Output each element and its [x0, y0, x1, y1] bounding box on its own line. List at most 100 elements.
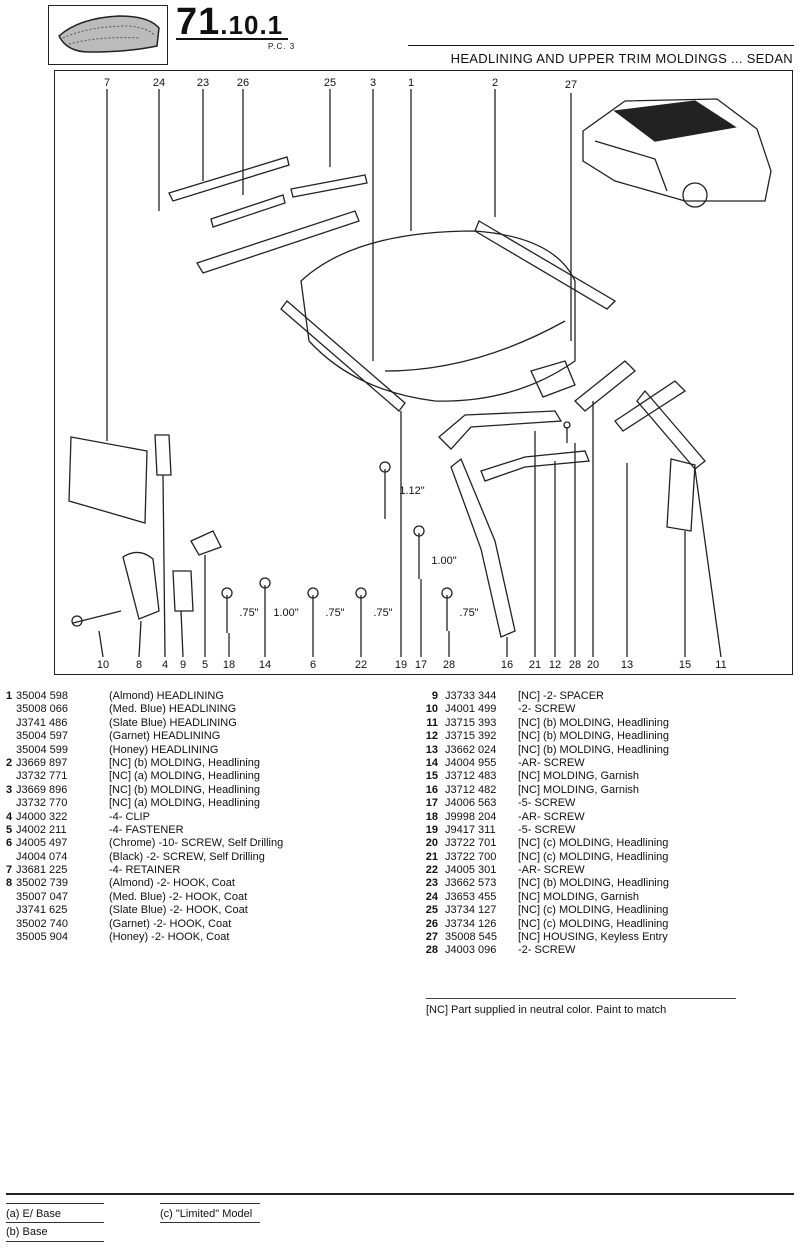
ref-number: 1 [6, 690, 13, 702]
part-description: -4- RETAINER [109, 864, 181, 877]
parts-list-row: J3732 771[NC] (a) MOLDING, Headlining [6, 770, 406, 783]
headliner-thumbnail-illustration [58, 15, 160, 53]
parts-illustration [68, 89, 772, 658]
part-description: -2- SCREW [518, 703, 576, 716]
part-number: J4002 211 [16, 823, 67, 836]
part-number: 35004 597 [16, 730, 68, 743]
part-description: -4- FASTENER [109, 823, 184, 836]
pc-label: P.C. 3 [268, 42, 296, 51]
part-number: J4006 563 [445, 797, 497, 810]
parts-list-row: 35004 597(Garnet) HEADLINING [6, 730, 406, 743]
part-description: [NC] -2- SPACER [518, 690, 604, 702]
section-number: 71.10.1 [176, 1, 284, 43]
part-description: (Med. Blue) HEADLINING [109, 703, 237, 716]
parts-list-row: J4004 074(Black) -2- SCREW, Self Drillin… [6, 851, 406, 864]
part-number: J3722 701 [445, 837, 497, 850]
part-number: J3662 024 [445, 743, 497, 756]
title-rule [408, 45, 794, 46]
part-description: -AR- SCREW [518, 756, 585, 769]
callout-15: 15 [678, 659, 692, 671]
ref-number: 9 [431, 690, 438, 702]
part-description: [NC] MOLDING, Garnish [518, 890, 640, 903]
parts-list-row: J3741 625(Slate Blue) -2- HOOK, Coat [6, 904, 406, 917]
part-number: J4004 074 [16, 850, 68, 863]
footnote-c: (c) "Limited" Model [160, 1208, 253, 1220]
part-number: J3732 770 [16, 797, 68, 810]
callout-10: 10 [96, 659, 110, 671]
part-number: J9998 204 [445, 810, 497, 823]
callout-19: 19 [394, 659, 408, 671]
part-number: J4003 096 [445, 944, 497, 957]
part-number: J3669 896 [16, 783, 68, 796]
callout-7: 7 [103, 77, 111, 89]
callout-28: 28 [442, 659, 456, 671]
ref-number: 24 [425, 890, 438, 903]
part-description: (Almond) -2- HOOK, Coat [109, 877, 235, 890]
part-description: [NC] (b) MOLDING, Headlining [518, 716, 669, 729]
callout-9: 9 [179, 659, 187, 671]
ref-number: 25 [425, 904, 438, 917]
part-description: -5- SCREW [518, 823, 576, 836]
dimension-label: .75" [325, 607, 345, 619]
part-number: 35007 047 [16, 890, 68, 903]
part-description: (Med. Blue) -2- HOOK, Coat [109, 890, 248, 903]
part-number: J3715 392 [445, 730, 497, 743]
callout-2: 2 [491, 77, 499, 89]
callout-24: 24 [152, 77, 166, 89]
part-number: J3741 486 [16, 716, 68, 729]
part-number: J3669 897 [16, 756, 68, 769]
ref-number: 4 [6, 810, 13, 823]
part-number: J3722 700 [445, 850, 497, 863]
dimension-label: 1.00" [273, 607, 299, 619]
callout-14: 14 [258, 659, 272, 671]
part-description: (Chrome) -10- SCREW, Self Drilling [109, 837, 284, 850]
part-description: [NC] MOLDING, Garnish [518, 783, 640, 796]
parts-list-row: 35007 047 (Med. Blue) -2- HOOK, Coat [6, 891, 406, 904]
part-description: [NC] (b) MOLDING, Headlining [518, 730, 669, 743]
part-description: [NC] (b) MOLDING, Headlining [109, 756, 260, 769]
footnote-a: (a) E/ Base [6, 1208, 62, 1220]
page-title: HEADLINING AND UPPER TRIM MOLDINGS ... S… [450, 51, 793, 66]
ref-number: 22 [425, 864, 438, 877]
exploded-parts-diagram: 7 24 23 26 25 3 1 2 27 10 8 4 9 5 18 14 … [54, 70, 793, 675]
part-description: [NC] (c) MOLDING, Headlining [518, 904, 669, 917]
footnote-rule [160, 1203, 260, 1204]
ref-number: 11 [426, 716, 438, 729]
ref-number: 26 [425, 917, 438, 930]
parts-list-row: 35005 904(Honey) -2- HOOK, Coat [6, 931, 406, 944]
part-description: [NC] (b) MOLDING, Headlining [518, 877, 669, 890]
parts-list-row: J3732 770[NC] (a) MOLDING, Headlining [6, 797, 406, 810]
part-number: J3734 126 [445, 917, 497, 930]
callout-18: 18 [222, 659, 236, 671]
ref-number: 5 [6, 823, 13, 836]
part-description: [NC] MOLDING, Garnish [518, 770, 640, 783]
footnote-rule [6, 1241, 104, 1242]
part-number: J3662 573 [445, 877, 497, 890]
callout-23: 23 [196, 77, 210, 89]
part-description: (Slate Blue) -2- HOOK, Coat [109, 904, 248, 917]
part-number: 35004 598 [16, 690, 68, 702]
part-number: J3712 482 [445, 783, 497, 796]
part-description: (Garnet) -2- HOOK, Coat [109, 917, 232, 930]
neutral-color-note: [NC] Part supplied in neutral color. Pai… [426, 1004, 667, 1016]
parts-list-row: J3741 486(Slate Blue) HEADLINING [6, 717, 406, 730]
callout-16: 16 [500, 659, 514, 671]
parts-list-row: 35004 599(Honey) HEADLINING [6, 744, 406, 757]
part-description: [NC] (c) MOLDING, Headlining [518, 850, 669, 863]
part-number: J4001 499 [445, 703, 497, 716]
callout-3: 3 [369, 77, 377, 89]
callout-17: 17 [414, 659, 428, 671]
